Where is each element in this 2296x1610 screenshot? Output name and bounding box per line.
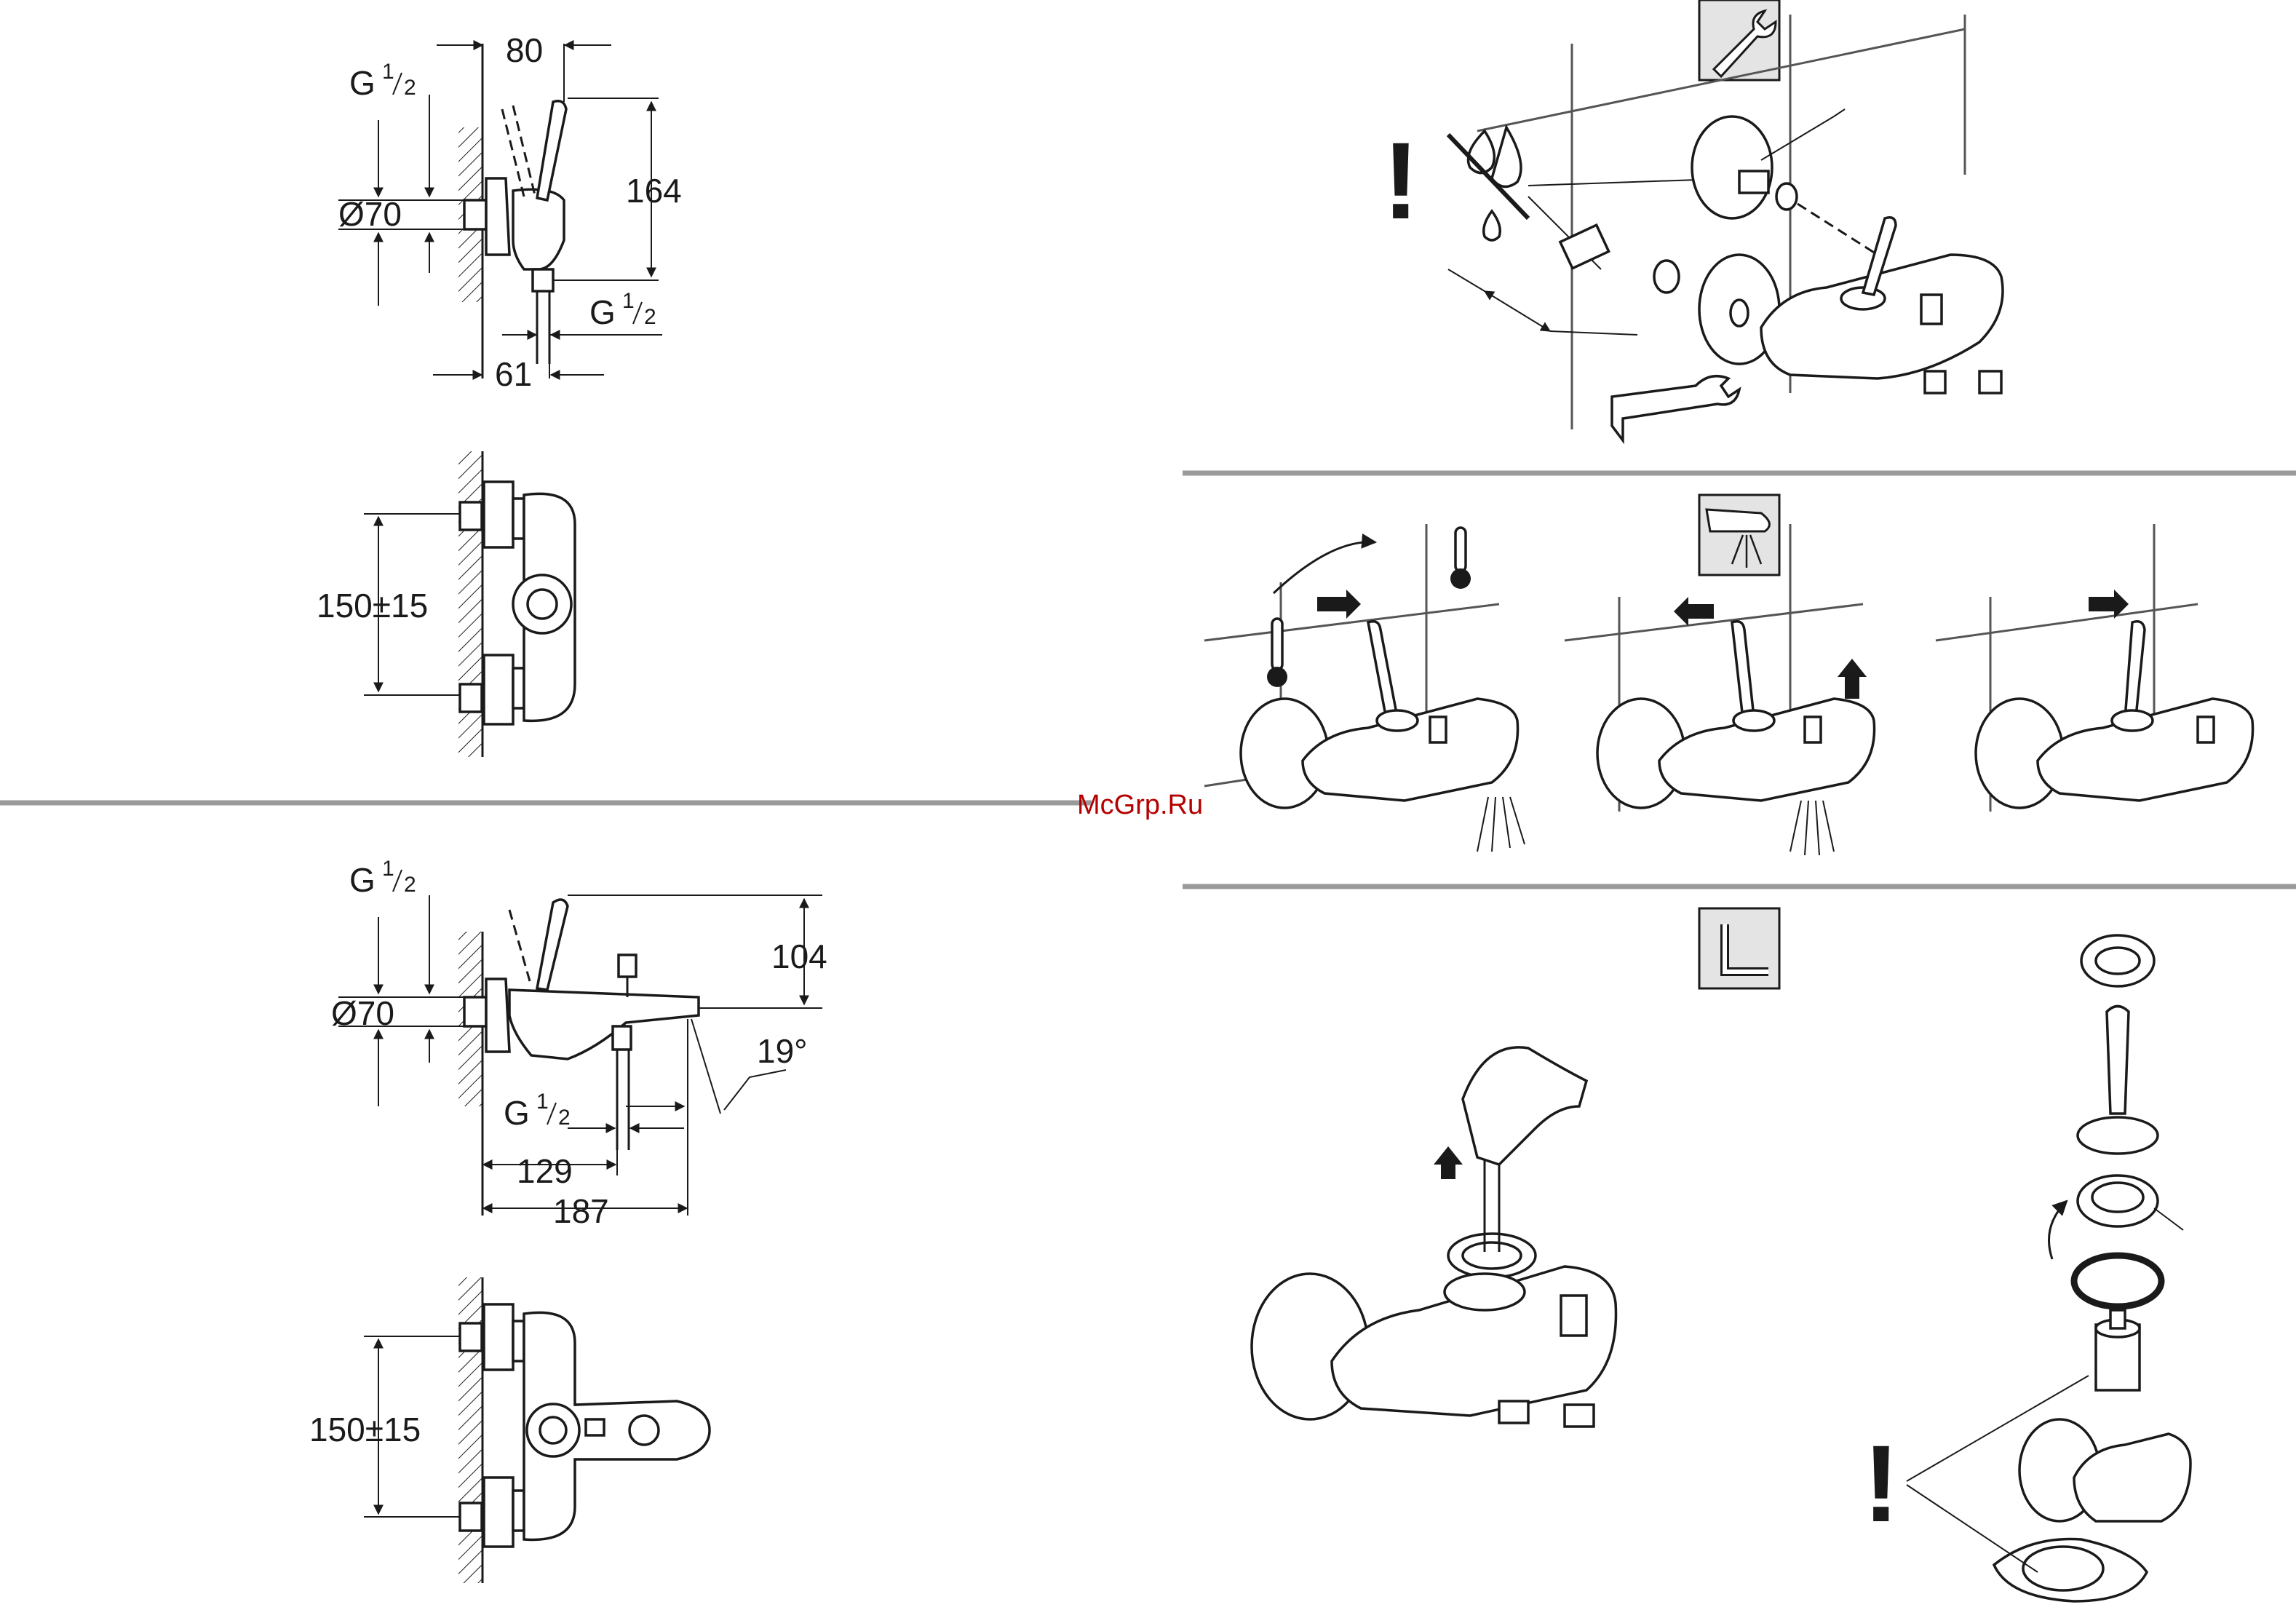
thread-label-bath-bottom: G 1 2 xyxy=(504,1090,571,1132)
dim-angle-19: 19° xyxy=(757,1032,808,1070)
watermark: McGrp.Ru xyxy=(1077,790,1203,820)
svg-text:2: 2 xyxy=(404,873,416,897)
svg-text:1: 1 xyxy=(536,1090,549,1114)
thread-label-top: G 1 2 xyxy=(349,60,416,102)
dim-diameter-70: Ø70 xyxy=(338,195,402,233)
svg-text:G: G xyxy=(349,861,376,899)
svg-text:G: G xyxy=(589,293,616,331)
svg-text:1: 1 xyxy=(382,60,394,84)
installation-illustration: ! xyxy=(1383,0,2003,440)
no-water-icon xyxy=(1448,127,1528,240)
dim-spacing-150-bath: 150±15 xyxy=(309,1411,421,1448)
operation-illustrations xyxy=(1204,495,2253,855)
dim-spacing-150: 150±15 xyxy=(317,587,428,624)
cartridge-replacement-illustration: ! xyxy=(1252,908,2190,1601)
dim-bottom-61: 61 xyxy=(495,355,532,393)
svg-text:G: G xyxy=(504,1094,530,1132)
dim-depth-80: 80 xyxy=(506,31,543,69)
dim-height-164: 164 xyxy=(626,172,682,210)
operation-step-temperature xyxy=(1204,524,1525,852)
dim-height-104: 104 xyxy=(771,937,827,975)
operation-step-reset xyxy=(1936,524,2253,812)
warning-icon: ! xyxy=(1383,119,1419,242)
svg-text:G: G xyxy=(349,64,376,102)
thread-label-bottom: G 1 2 xyxy=(589,289,656,331)
dim-diameter-70-bath: Ø70 xyxy=(331,994,394,1032)
dim-length-187: 187 xyxy=(553,1192,609,1230)
thread-label-bath-top: G 1 2 xyxy=(349,857,416,899)
dim-outlet-129: 129 xyxy=(517,1152,573,1190)
svg-text:2: 2 xyxy=(404,76,416,100)
warning-icon-cartridge: ! xyxy=(1863,1422,1899,1544)
svg-text:1: 1 xyxy=(622,289,635,313)
thermometer-icon xyxy=(1267,528,1471,687)
svg-text:2: 2 xyxy=(644,305,656,329)
drawing-side-view-bath xyxy=(338,895,822,1216)
svg-text:2: 2 xyxy=(558,1106,571,1130)
svg-text:1: 1 xyxy=(382,857,394,881)
